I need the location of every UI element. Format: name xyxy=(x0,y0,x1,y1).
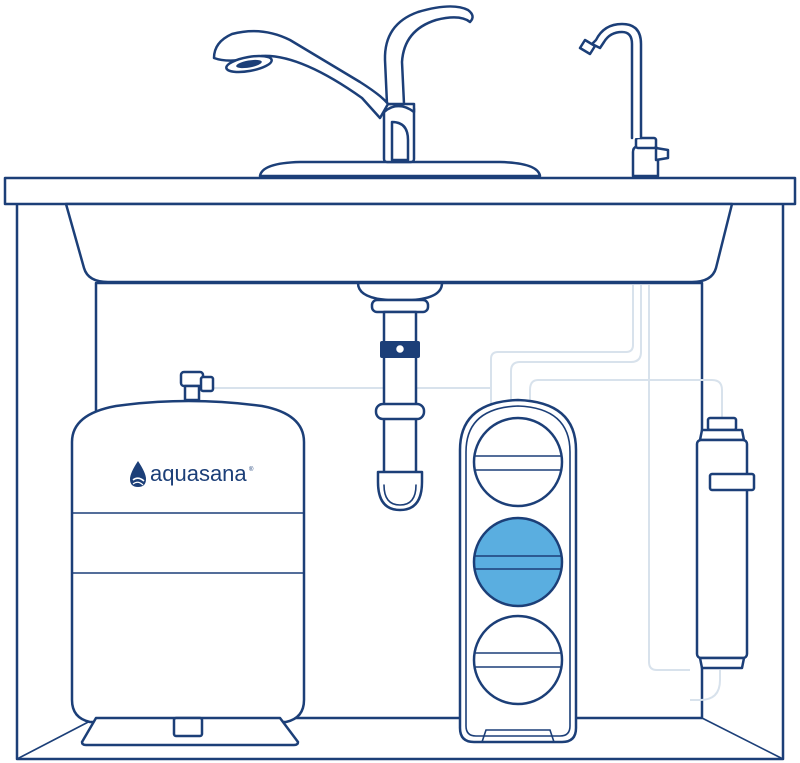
filter-cartridge-highlighted xyxy=(472,516,564,608)
drain-p-trap xyxy=(356,281,444,512)
water-tubing xyxy=(212,285,723,701)
countertop xyxy=(3,176,797,206)
water-drop-icon xyxy=(130,461,146,487)
sink-basin xyxy=(64,202,734,284)
brand-logo: aquasana ® xyxy=(130,461,254,487)
sink-rim xyxy=(258,160,542,178)
filtered-water-faucet xyxy=(578,22,670,178)
storage-tank xyxy=(70,370,306,747)
filter-cartridge-bottom xyxy=(472,614,564,706)
kitchen-faucet xyxy=(212,5,474,164)
brand-trademark: ® xyxy=(249,466,254,473)
filter-cartridge-top xyxy=(472,416,564,508)
inline-post-filter xyxy=(695,416,756,670)
brand-name: aquasana xyxy=(150,461,247,486)
